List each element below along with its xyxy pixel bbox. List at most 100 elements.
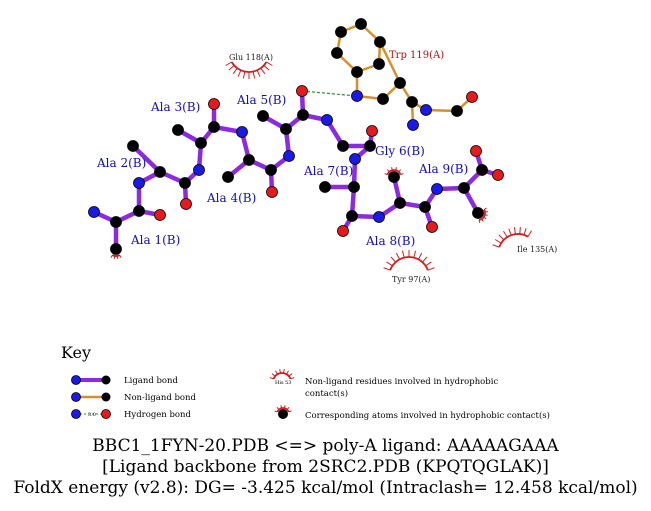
key-hydrophobic-symbols [269,369,295,419]
atom-c3 [208,121,220,133]
residue-label-ala8: Ala 8(B) [365,234,415,248]
atom-t10 [406,96,418,108]
key-hydrophobic-residues-label-2: contact(s) [305,388,348,399]
key-ligand-bond-atom-left [71,375,81,385]
atom-cb1 [110,243,122,255]
contact-label-ile135: Ile 135(A) [517,245,557,254]
key-atom-icon [278,409,288,419]
atom-ca9 [458,182,470,194]
key-nonligand-bond-atom-right [101,392,111,402]
atom-t3 [374,36,386,48]
atom-cb2 [127,140,139,152]
caption-line-2: [Ligand backbone from 2SRC2.PDB (KPQTQGL… [102,457,549,477]
atom-cb7 [319,181,331,193]
atom-c5 [297,109,309,121]
atom-o6 [366,125,378,137]
atom-c8 [419,201,431,213]
hydrogen-bond [301,90,358,97]
atom-t8 [377,93,389,105]
tyr97-hydrophobic-arc [383,250,435,271]
atom-c1 [133,205,145,217]
residue-label-ala3: Ala 3(B) [150,100,200,114]
atom-t14 [407,119,419,131]
atom-cb9 [472,207,484,219]
contact-label-trp119: Trp 119(A) [389,50,444,61]
key-hydrogen-bond-label: Hydrogen bond [124,410,192,420]
atom-t12 [451,105,463,117]
atom-c6 [364,140,376,152]
contact-label-tyr97: Tyr 97(A) [392,275,430,284]
contact-atom-spikes-ala8 [384,167,404,176]
key-his53-label: His 53 [275,380,291,386]
contact-atom-spikes-ala1 [110,254,122,259]
atom-t7 [394,77,406,89]
residue-label-ala1: Ala 1(B) [130,233,180,247]
key-nonligand-bond-atom-left [71,392,81,402]
atom-t2 [355,18,367,30]
residue-label-ala4: Ala 4(B) [206,191,256,205]
atom-n9 [431,183,443,195]
ile135-hydrophobic-arc [492,227,532,248]
residue-label-ala5: Ala 5(B) [236,93,286,107]
atom-o9b [492,169,504,181]
atom-o2 [180,198,192,210]
atom-n2 [133,177,145,189]
atom-layer [88,18,504,255]
atom-ca3 [195,137,207,149]
atom-t1 [335,26,347,38]
key-hydrophobic-residues-label: Non-ligand residues involved in hydropho… [305,377,498,387]
residue-label-ala2: Ala 2(B) [96,156,146,170]
atom-t5 [351,66,363,78]
atom-o7 [337,225,349,237]
key-residue-arc-icon [269,369,295,380]
atom-t13 [466,91,478,103]
key-ligand-bond-label: Ligand bond [124,376,179,386]
atom-t4 [373,58,385,70]
atom-c2 [179,177,191,189]
atom-t6 [331,47,343,59]
key-nonligand-bond-label: Non-ligand bond [124,393,196,403]
atom-n8 [373,211,385,223]
atom-n5 [283,150,295,162]
atom-o3 [208,98,220,110]
caption-line-3: FoldX energy (v2.8): DG= -3.425 kcal/mol… [13,478,638,498]
ligand-bond [130,143,163,175]
residue-label-ala9: Ala 9(B) [418,162,468,176]
atom-cb5 [257,110,269,122]
key-title: Key [61,343,91,362]
atom-t11 [420,104,432,116]
atom-o8 [426,221,438,233]
atom-o9a [470,145,482,157]
contact-label-glu118: Glu 118(A) [229,53,273,62]
atom-n3 [193,164,205,176]
key-ligand-bond-atom-right [101,375,111,385]
key-hydrogen-bond-atom-left [71,409,81,419]
atom-n7 [349,153,361,165]
atom-o4 [266,186,278,198]
atom-c4 [265,164,277,176]
atom-n1 [88,206,100,218]
contact-atom-spikes-ala9 [478,207,488,223]
atom-n6 [321,114,333,126]
atom-c9 [476,164,488,176]
key-hbond-length: 3.0 [88,412,96,418]
key-atom-spikes-icon [274,405,292,413]
nonligand-bond [378,40,402,85]
atom-ca8 [394,197,406,209]
key-hydrophobic-atoms-label: Corresponding atoms involved in hydropho… [305,410,550,421]
atom-ca5 [280,123,292,135]
atom-ca4 [243,154,255,166]
atom-ca7 [348,181,360,193]
hbond-layer [301,90,358,97]
atom-cb4 [222,171,234,183]
hydrophobic-arc-layer [110,61,532,271]
atom-c7 [346,210,358,222]
atom-ca1 [110,216,122,228]
atom-n4 [236,126,248,138]
atom-ca2 [154,166,166,178]
residue-label-gly6: Gly 6(B) [375,144,425,158]
atom-cb8 [388,171,400,183]
atom-o1 [154,209,166,221]
caption-line-1: BBC1_1FYN-20.PDB <=> poly-A ligand: AAAA… [92,436,559,456]
